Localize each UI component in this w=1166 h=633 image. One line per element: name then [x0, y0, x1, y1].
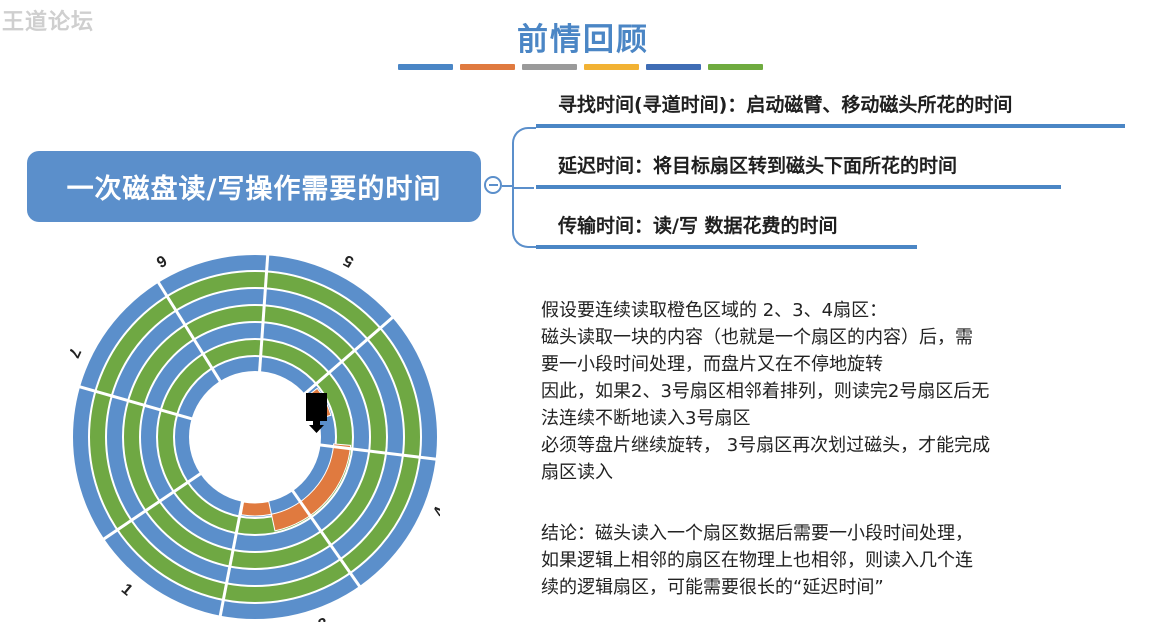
explanation-line: 磁头读取一块的内容（也就是一个扇区的内容）后，需 [541, 327, 973, 348]
connector-line [502, 185, 512, 187]
watermark: 王道论坛 [2, 10, 95, 35]
sector-label-3: 3 [316, 615, 330, 622]
branch-latency-time[interactable]: 延迟时间：将目标扇区转到磁头下面所花的时间 [558, 155, 958, 177]
stripe [398, 64, 453, 70]
sector-label-6: 6 [153, 252, 169, 270]
branch-underline [536, 245, 917, 249]
explanation-line: 扇区读入 [541, 462, 613, 483]
branch-underline [536, 185, 1061, 189]
conclusion-line: 结论：磁头读入一个扇区数据后需要一小段时间处理， [541, 523, 973, 544]
sector-divider [76, 384, 194, 421]
explanation-line: 因此，如果2、3号扇区相邻着排列，则读完2号扇区后无 [541, 381, 990, 402]
branch-bracket [512, 127, 536, 248]
connector-line [514, 187, 534, 189]
sector-divider [100, 471, 203, 542]
explanation-line: 要一小段时间处理，而盘片又在不停地旋转 [541, 354, 883, 375]
sector-label-7: 7 [70, 345, 84, 360]
stripe [522, 64, 577, 70]
sector-label-4: 4 [431, 504, 440, 519]
mindmap-main-node[interactable]: 一次磁盘读/写操作需要的时间 [27, 151, 481, 222]
conclusion-text: 结论：磁头读入一个扇区数据后需要一小段时间处理， 如果逻辑上相邻的扇区在物理上也… [541, 520, 1141, 601]
explanation-line: 必须等盘片继续旋转， 3号扇区再次划过磁头，才能完成 [541, 435, 991, 456]
explanation-text: 假设要连续读取橙色区域的 2、3、4扇区： 磁头读取一块的内容（也就是一个扇区的… [541, 297, 1141, 486]
disk-head-icon [306, 393, 327, 433]
disk-hole [189, 371, 321, 503]
sector-label-2: 2 [197, 621, 210, 622]
highlight-sector-2 [240, 500, 273, 517]
stripe [646, 64, 701, 70]
sector-divider [155, 279, 223, 384]
disk-platter-diagram: 01234567 [70, 252, 440, 622]
stripe [584, 64, 639, 70]
conclusion-line: 如果逻辑上相邻的扇区在物理上也相邻，则读入几个连 [541, 550, 973, 571]
sector-label-5: 5 [341, 252, 357, 270]
sector-divider [302, 314, 396, 397]
explanation-line: 法连续不断地读入3号扇区 [541, 408, 751, 429]
sector-label-1: 1 [118, 581, 136, 600]
explanation-line: 假设要连续读取橙色区域的 2、3、4扇区： [541, 300, 888, 321]
branch-transfer-time[interactable]: 传输时间：读/写 数据花费的时间 [558, 215, 838, 237]
highlight-sector-3 [270, 443, 352, 532]
collapse-toggle-icon[interactable] [484, 176, 502, 194]
sector-divider [290, 488, 363, 590]
stripe [708, 64, 763, 70]
mindmap-main-label: 一次磁盘读/写操作需要的时间 [66, 174, 442, 205]
page-title: 前情回顾 [517, 22, 649, 58]
conclusion-line: 续的逻辑扇区，可能需要很长的“延迟时间” [541, 577, 884, 598]
branch-underline [536, 124, 1125, 128]
sector-divider [318, 443, 439, 462]
sector-divider [257, 252, 270, 374]
branch-seek-time[interactable]: 寻找时间(寻道时间)：启动磁臂、移动磁头所花的时间 [558, 94, 1013, 116]
stripe [460, 64, 515, 70]
sector-divider [218, 499, 245, 619]
